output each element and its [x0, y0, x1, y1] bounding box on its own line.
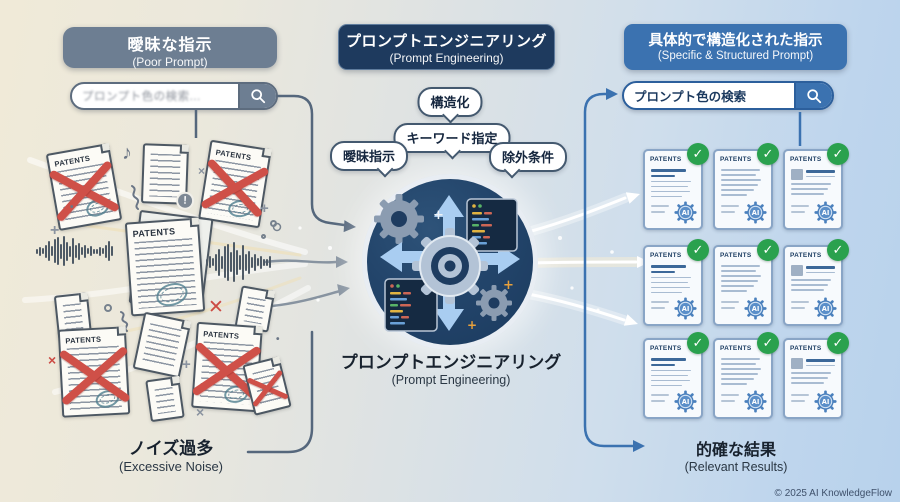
noise-flow-arrows — [264, 259, 342, 308]
bubble-vague: 曖昧指示 — [329, 141, 409, 178]
center-label: プロンプトエンジニアリング (Prompt Engineering) — [331, 348, 571, 387]
svg-text:+: + — [503, 278, 514, 293]
noise-label: ノイズ過多 (Excessive Noise) — [61, 434, 281, 474]
gear-icon — [412, 228, 488, 304]
squiggle-icon — [131, 185, 140, 210]
poor-prompt-title: 曖昧な指示 — [127, 37, 213, 54]
plus-icon: + — [182, 356, 191, 373]
waveform-icon — [36, 236, 124, 266]
poor-search-box[interactable]: プロンプト色の検索... — [70, 82, 278, 110]
structured-connector — [583, 92, 636, 448]
results-label: 的確な結果 (Relevant Results) — [626, 436, 846, 474]
poor-search-button[interactable] — [238, 84, 276, 108]
svg-text:+: + — [433, 208, 444, 223]
prompt-engineering-header: プロンプトエンジニアリング (Prompt Engineering) — [338, 24, 555, 70]
prompt-engineering-subtitle: (Prompt Engineering) — [389, 51, 504, 65]
crossed-document-icon: PATENTS — [57, 326, 131, 418]
document-icon — [145, 375, 185, 423]
gear-icon — [374, 194, 424, 244]
poor-prompt-subtitle: (Poor Prompt) — [132, 55, 208, 69]
structured-search-input[interactable]: プロンプト色の検索 — [634, 90, 747, 104]
bubble-exclusion: 除外条件 — [488, 142, 568, 179]
copyright: © 2025 AI KnowledgeFlow — [774, 488, 892, 499]
circle-dot-icon — [104, 304, 112, 312]
circle-dot-icon — [261, 234, 266, 239]
crossed-document-icon: PATENTS — [45, 143, 123, 231]
gear-icon — [476, 285, 512, 321]
structured-prompt-title: 具体的で構造化された指示 — [648, 33, 823, 49]
dot-icon: • — [276, 334, 280, 345]
bubble-structuring: 構造化 — [417, 87, 483, 124]
plus-icon: + — [50, 222, 60, 239]
noise-label-subtitle: (Excessive Noise) — [118, 459, 224, 474]
bubble-keywords: キーワード指定 — [393, 123, 511, 160]
results-label-title: 的確な結果 — [695, 442, 776, 459]
structured-search-button[interactable] — [794, 83, 832, 108]
plus-icon: + — [260, 200, 269, 217]
svg-text:+: + — [467, 318, 477, 332]
music-note-icon: ♪ — [122, 142, 132, 164]
bubble-keywords-label: キーワード指定 — [406, 131, 498, 146]
structured-prompt-subtitle: (Specific & Structured Prompt) — [657, 50, 814, 62]
bubble-exclusion-label: 除外条件 — [501, 150, 555, 165]
red-cross-icon: ✕ — [208, 297, 224, 318]
red-x-small-icon: × — [48, 352, 57, 368]
structured-search-box[interactable]: プロンプト色の検索 — [622, 81, 834, 110]
prompt-engineering-illustration: + + + — [362, 174, 538, 350]
dot-icon: • — [70, 202, 74, 213]
gears-code-icon: + + + — [374, 194, 520, 332]
glow-arrows-right — [523, 192, 650, 326]
noise-label-title: ノイズ過多 — [128, 439, 214, 458]
stamped-document-icon: PATENTS — [124, 217, 206, 317]
magnifier-icon — [807, 88, 822, 103]
plus-icon: + + + — [433, 208, 514, 332]
document-icon: ! — [140, 143, 195, 211]
waveform-icon — [206, 242, 280, 282]
code-window-icon — [466, 198, 518, 252]
poor-search-input[interactable]: プロンプト色の検索... — [82, 91, 201, 103]
x-mark-icon: × — [198, 164, 206, 178]
noise-label-connector — [246, 330, 314, 454]
x-mark-icon: × — [196, 404, 205, 420]
circle-dot-icon — [270, 220, 277, 227]
code-window-icon — [384, 278, 438, 332]
exclamation-icon: ! — [175, 191, 195, 211]
noise-cluster: PATENTS ♪ ! × PATENTS + • PATENTS + — [30, 138, 300, 438]
magnifier-icon — [251, 89, 266, 104]
bubble-vague-label: 曖昧指示 — [342, 149, 396, 164]
prompt-engineering-title: プロンプトエンジニアリング — [345, 33, 548, 50]
poor-prompt-header: 曖昧な指示 (Poor Prompt) — [63, 27, 277, 69]
center-label-title: プロンプトエンジニアリング — [340, 353, 562, 372]
center-label-subtitle: (Prompt Engineering) — [391, 373, 511, 387]
poor-search-to-circle-connector — [276, 94, 346, 227]
results-label-subtitle: (Relevant Results) — [684, 460, 788, 474]
bubble-structuring-label: 構造化 — [430, 95, 470, 110]
structured-prompt-header: 具体的で構造化された指示 (Specific & Structured Prom… — [624, 24, 847, 70]
